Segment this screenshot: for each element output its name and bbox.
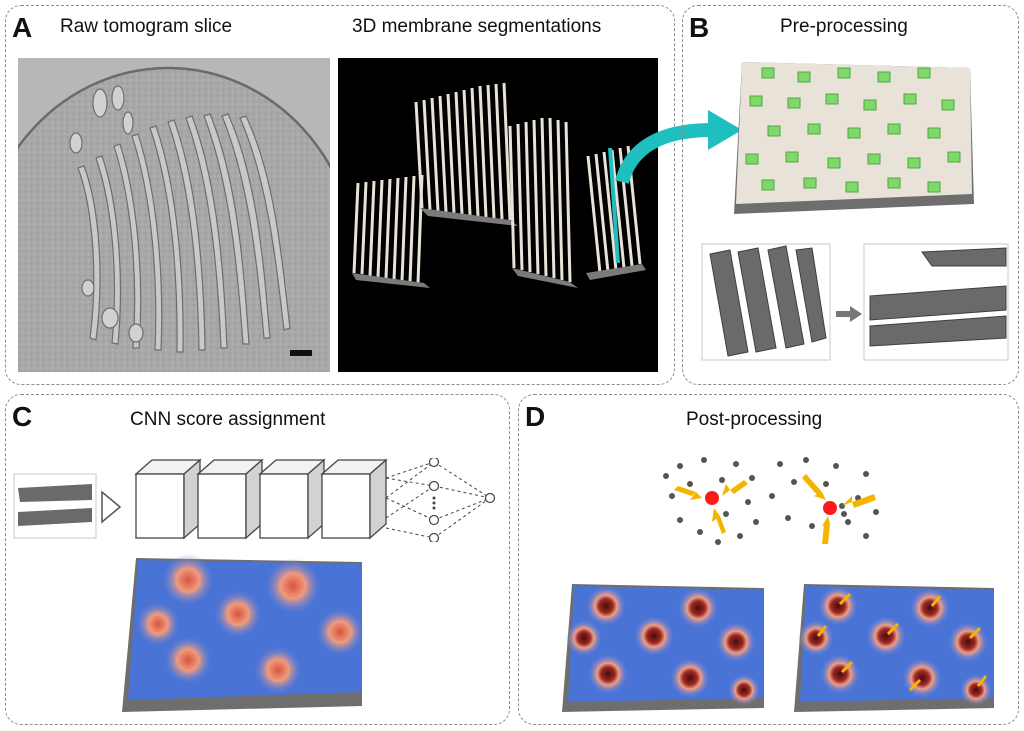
input-subvolume (13, 473, 97, 539)
score-map-with-peaks (562, 584, 764, 712)
panel-b (682, 5, 1019, 385)
cnn-score-heatmap (122, 554, 364, 712)
panel-b-label: B (689, 12, 710, 43)
cnn-score-title: CNN score assignment (130, 409, 326, 430)
input-arrow (101, 490, 122, 524)
teal-arrow (615, 110, 742, 185)
panel-a-label: A (12, 12, 33, 43)
panel-a (5, 5, 675, 385)
cnn-architecture (134, 458, 496, 542)
subvolume-after-alignment (863, 243, 1009, 361)
alignment-arrow (836, 306, 862, 322)
score-map-with-vectors (794, 584, 994, 712)
mean-shift-cluster-right (769, 457, 879, 544)
panel-c (5, 394, 510, 725)
mean-shift-cluster-left (663, 457, 759, 545)
panel-d-label: D (525, 401, 546, 432)
raw-tomogram-image (18, 58, 330, 372)
subvolume-before-alignment (701, 243, 831, 361)
membrane-segmentation-render (338, 58, 658, 372)
raw-tomogram-title: Raw tomogram slice (60, 16, 233, 37)
pre-processing-title: Pre-processing (780, 16, 908, 37)
panel-c-label: C (12, 401, 33, 432)
membrane-with-particles (734, 62, 974, 214)
panel-d (518, 394, 1019, 725)
membrane-segmentation-title: 3D membrane segmentations (352, 16, 602, 37)
post-processing-title: Post-processing (686, 409, 823, 430)
